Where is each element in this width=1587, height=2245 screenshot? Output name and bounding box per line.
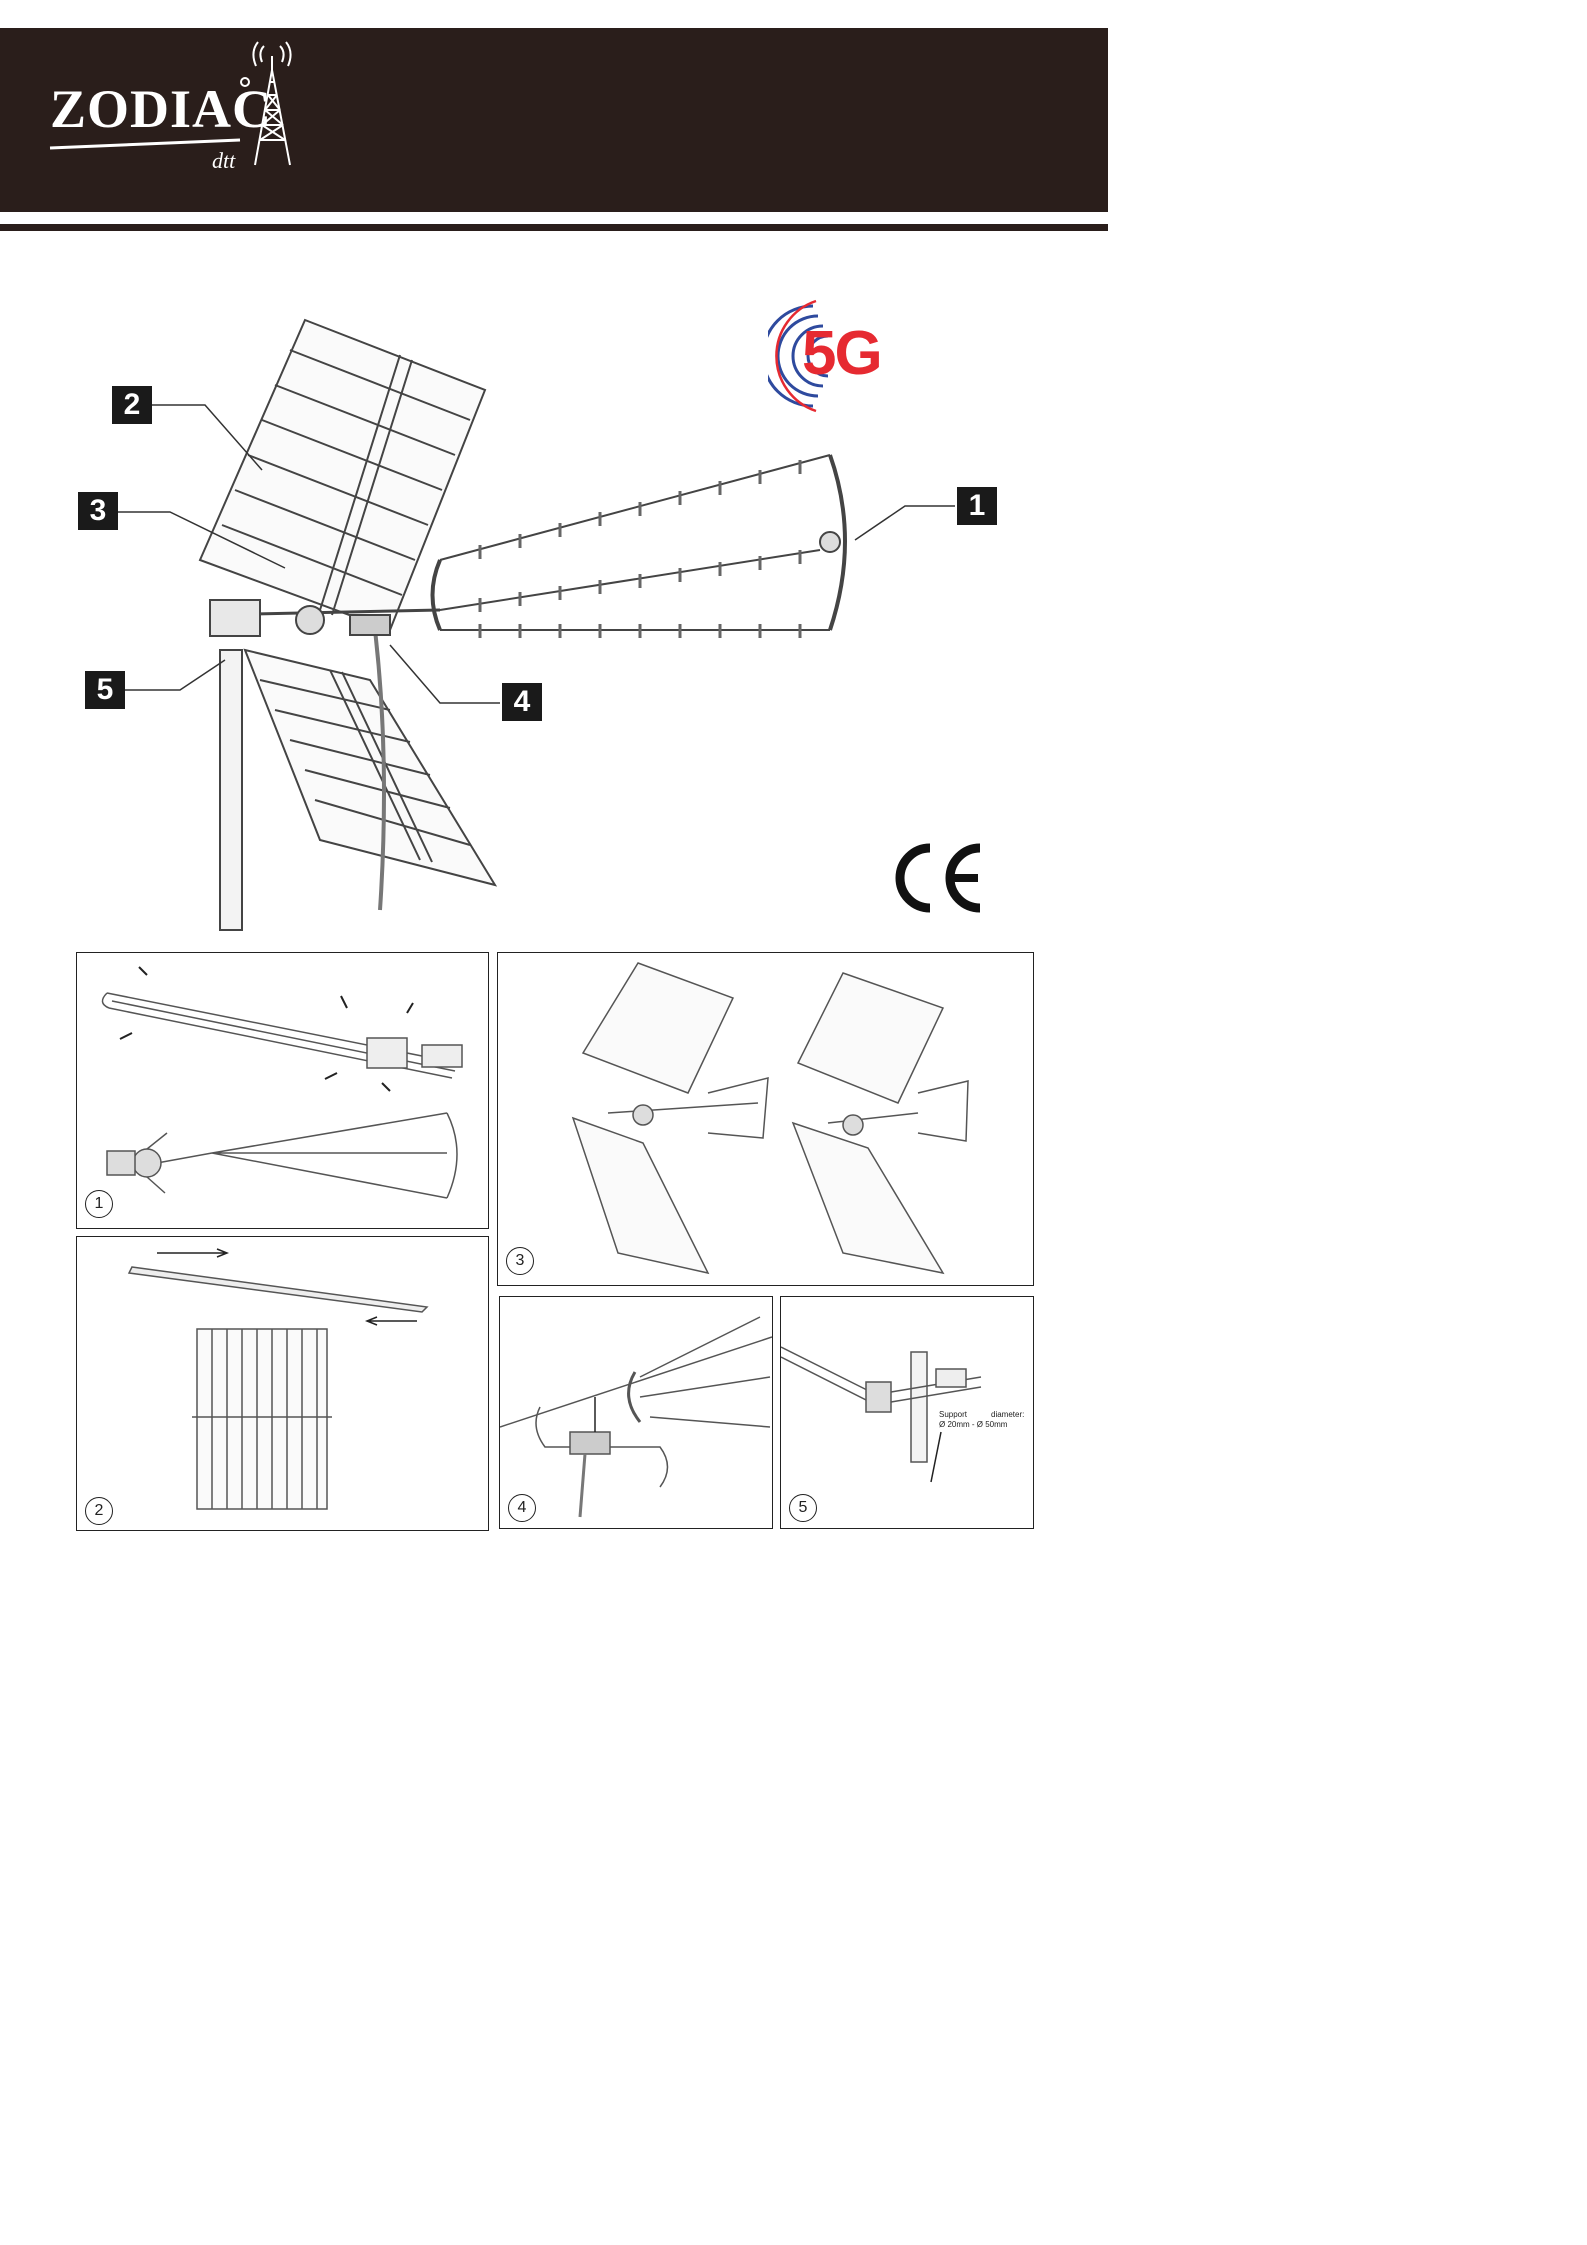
support-label: Support (939, 1410, 967, 1420)
callout-5: 5 (85, 671, 125, 709)
step-number-3: 3 (506, 1247, 534, 1275)
reflector-assembly-diagram (77, 1237, 488, 1530)
step-number-4: 4 (508, 1494, 536, 1522)
callout-1: 1 (957, 487, 997, 525)
step-panel-1: 1 (76, 952, 489, 1229)
step-panel-5: Support diameter: Ø 20mm - Ø 50mm 5 (780, 1296, 1034, 1529)
folded-antenna-diagram (77, 953, 488, 1228)
step-panel-4: 4 (499, 1296, 773, 1529)
reflector-mounting-diagram (498, 953, 1033, 1285)
support-diameter-label: diameter: (991, 1410, 1024, 1420)
callout-3: 3 (78, 492, 118, 530)
callout-leaders (0, 0, 1108, 1000)
step-number-2: 2 (85, 1497, 113, 1525)
step-number-1: 1 (85, 1190, 113, 1218)
callout-2: 2 (112, 386, 152, 424)
step-panel-2: 2 (76, 1236, 489, 1531)
step-number-5: 5 (789, 1494, 817, 1522)
callout-4: 4 (502, 683, 542, 721)
amplifier-connection-diagram (500, 1297, 772, 1528)
support-diameter-range: Ø 20mm - Ø 50mm (939, 1420, 1007, 1430)
step-panel-3: 3 (497, 952, 1034, 1286)
